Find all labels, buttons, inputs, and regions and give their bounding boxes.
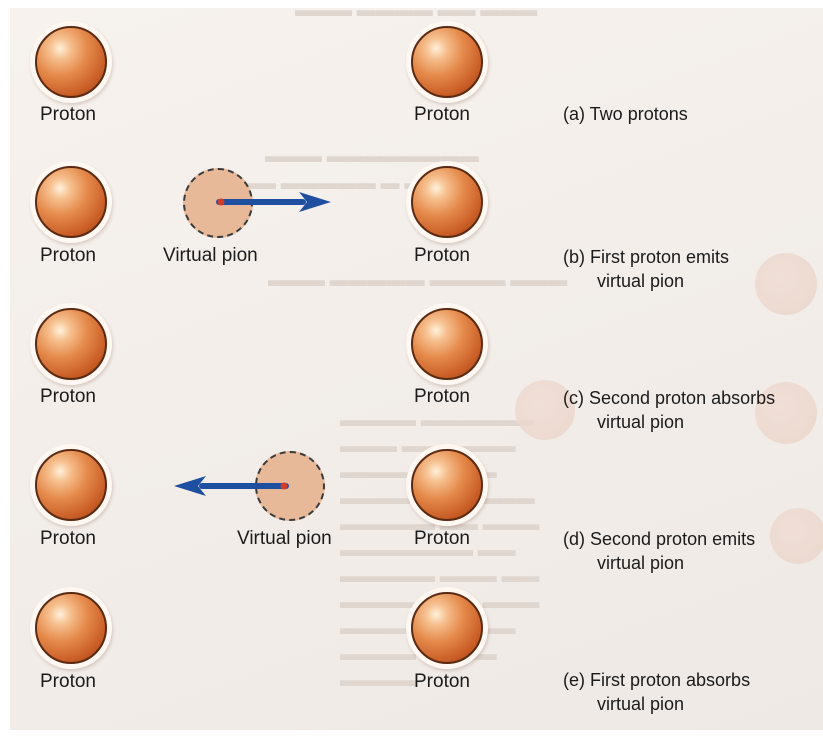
proton-right-b	[411, 166, 483, 238]
virtual-pion-label: Virtual pion	[163, 245, 258, 267]
proton-label: Proton	[414, 104, 470, 126]
caption-b-line2: virtual pion	[563, 269, 729, 293]
show-through-text: ▬▬▬ ▬▬▬▬▬ ▬▬▬▬ ▬▬▬	[268, 270, 567, 292]
proton-left-d	[35, 449, 107, 521]
caption-a: (a) Two protons	[563, 102, 688, 126]
caption-d: (d) Second proton emits virtual pion	[563, 527, 755, 575]
proton-right-c	[411, 308, 483, 380]
show-through-text: ▬▬▬▬ ▬▬▬▬▬▬	[340, 410, 535, 432]
pion-arrow-left-icon	[172, 474, 290, 498]
proton-label: Proton	[40, 104, 96, 126]
caption-a-line1: (a) Two protons	[563, 104, 688, 124]
proton-label: Proton	[40, 386, 96, 408]
proton-label: Proton	[414, 671, 470, 693]
proton-right-d	[411, 449, 483, 521]
proton-right-e	[411, 592, 483, 664]
proton-label: Proton	[40, 528, 96, 550]
caption-e-line2: virtual pion	[563, 692, 750, 716]
proton-left-b	[35, 166, 107, 238]
proton-label: Proton	[40, 245, 96, 267]
caption-b: (b) First proton emits virtual pion	[563, 245, 729, 293]
caption-c: (c) Second proton absorbs virtual pion	[563, 386, 775, 434]
caption-d-line2: virtual pion	[563, 551, 755, 575]
caption-c-line2: virtual pion	[563, 410, 775, 434]
virtual-pion-label: Virtual pion	[237, 528, 332, 550]
proton-left-e	[35, 592, 107, 664]
proton-label: Proton	[414, 245, 470, 267]
show-through-text: ▬▬▬▬	[340, 670, 416, 692]
proton-label: Proton	[414, 386, 470, 408]
proton-label: Proton	[40, 671, 96, 693]
proton-label: Proton	[414, 528, 470, 550]
proton-pion-exchange-figure: ▬▬▬ ▬▬▬▬ ▬▬ ▬▬▬ ▬▬▬ ▬▬▬▬▬▬▬▬ ▬▬ ▬▬▬▬▬ ▬ …	[10, 8, 823, 730]
caption-c-line1: (c) Second proton absorbs	[563, 388, 775, 408]
proton-left-a	[35, 26, 107, 98]
proton-left-c	[35, 308, 107, 380]
caption-d-line1: (d) Second proton emits	[563, 529, 755, 549]
show-through-circle	[770, 508, 823, 564]
caption-b-line1: (b) First proton emits	[563, 247, 729, 267]
show-through-text: ▬▬▬ ▬▬▬▬▬▬▬▬	[265, 146, 479, 168]
show-through-text: ▬▬▬ ▬▬▬▬ ▬▬ ▬▬▬	[295, 8, 537, 22]
caption-e: (e) First proton absorbs virtual pion	[563, 668, 750, 716]
proton-right-a	[411, 26, 483, 98]
caption-e-line1: (e) First proton absorbs	[563, 670, 750, 690]
show-through-text: ▬▬▬▬▬ ▬▬▬ ▬▬	[340, 566, 540, 588]
show-through-circle	[755, 253, 817, 315]
pion-arrow-right-icon	[215, 190, 333, 214]
